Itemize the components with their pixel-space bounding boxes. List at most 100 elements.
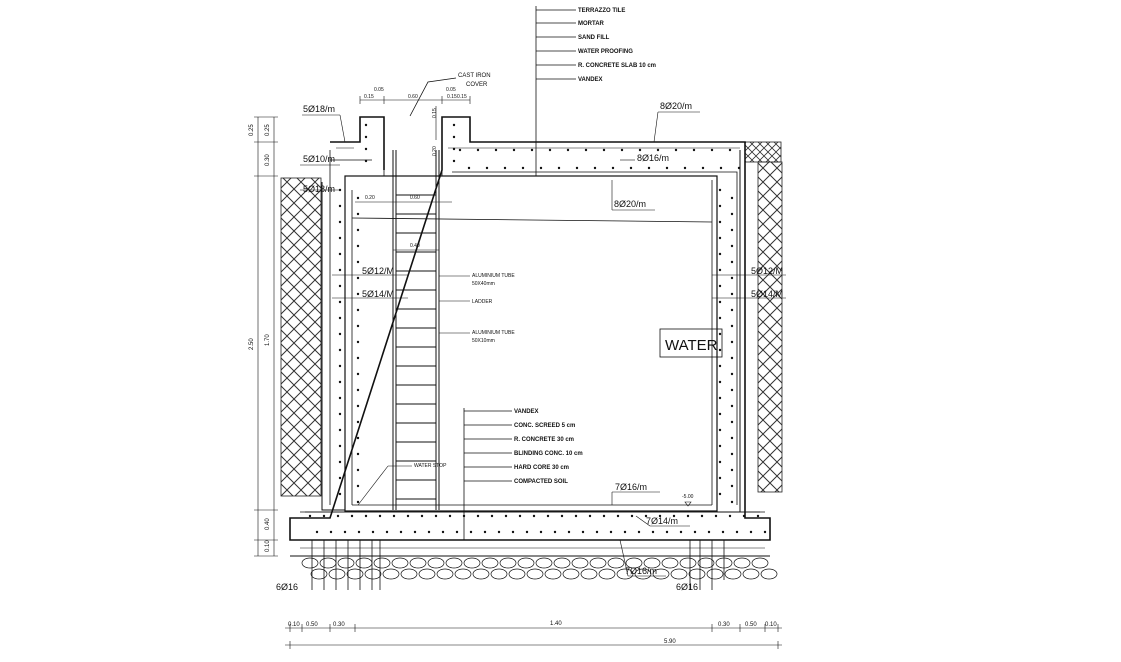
rebar-dot xyxy=(718,348,722,352)
hardcore-stone xyxy=(607,557,625,569)
rebar-dot xyxy=(756,514,760,518)
rebar-dots xyxy=(308,123,767,534)
hardcore-stone xyxy=(697,557,715,569)
rebar-dot xyxy=(399,530,403,534)
hardcore-stone xyxy=(409,557,427,569)
rebar-dot xyxy=(364,159,368,163)
top-layer-label-2: MORTAR xyxy=(578,21,605,27)
hardcore-stone xyxy=(346,568,364,580)
hardcore-stone xyxy=(310,568,328,580)
rebar-dot xyxy=(672,514,676,518)
rebar-dot xyxy=(630,514,634,518)
rebar-dot xyxy=(503,166,507,170)
water-stop-label: WATER STOP xyxy=(414,463,447,469)
rebar-dot xyxy=(452,123,456,127)
rebar-dot xyxy=(455,530,459,534)
hardcore-stone xyxy=(373,557,391,569)
rebar-dot xyxy=(718,492,722,496)
rebar-dot xyxy=(427,530,431,534)
hardcore-stone xyxy=(454,568,472,580)
rebar-label-left-wall-1: 5Ø12/M xyxy=(362,266,394,276)
rebar-dot xyxy=(683,166,687,170)
rebar-dot xyxy=(737,166,741,170)
rebar-dot xyxy=(575,166,579,170)
rebar-dot xyxy=(338,236,342,240)
rebar-dot xyxy=(700,514,704,518)
rebar-dot xyxy=(356,484,360,488)
rebar-dot xyxy=(546,514,550,518)
hardcore-stone xyxy=(688,568,706,580)
rebar-label-left-foot: 6Ø16 xyxy=(276,582,298,592)
hardcore-stone xyxy=(391,557,409,569)
rebar-dot xyxy=(730,452,734,456)
hardcore-stone xyxy=(436,568,454,580)
top-layer-label-1: TERRAZZO TILE xyxy=(578,8,625,14)
hardcore-stone xyxy=(679,557,697,569)
hardcore-stone xyxy=(751,557,769,569)
rebar-dot xyxy=(452,135,456,139)
water-label-box xyxy=(659,328,723,358)
right-soil-hatch xyxy=(757,161,783,493)
rebar-dot xyxy=(364,135,368,139)
rebar-dot xyxy=(693,530,697,534)
hardcore-stone xyxy=(418,568,436,580)
rebar-dot xyxy=(730,420,734,424)
bottom-layer-label-5: HARD CORE 30 cm xyxy=(514,465,569,471)
rebar-dot xyxy=(458,148,462,152)
level-triangle xyxy=(684,501,692,507)
rebar-dot xyxy=(532,514,536,518)
rebar-dot xyxy=(338,348,342,352)
rebar-dot xyxy=(364,123,368,127)
rebar-dot xyxy=(730,196,734,200)
rebar-dot xyxy=(356,404,360,408)
rebar-dot xyxy=(338,396,342,400)
bottom-layer-label-4: BLINDING CONC. 10 cm xyxy=(514,451,583,457)
hardcore-stone xyxy=(400,568,418,580)
hardcore-stone xyxy=(490,568,508,580)
rebar-dot xyxy=(718,364,722,368)
rebar-dot xyxy=(338,428,342,432)
rebar-dot xyxy=(730,484,734,488)
dim-top-3: 0.60 xyxy=(408,94,418,100)
rebar-dot xyxy=(644,514,648,518)
rebar-dot xyxy=(730,372,734,376)
bottom-layer-leader xyxy=(463,408,512,540)
rebar-dot xyxy=(511,530,515,534)
hardcore-stone xyxy=(553,557,571,569)
dim-top-6: 0.15 xyxy=(457,94,467,100)
rebar-dot xyxy=(707,530,711,534)
rebar-dot xyxy=(730,500,734,504)
rebar-dot xyxy=(718,188,722,192)
hardcore-stone xyxy=(643,557,661,569)
rebar-dot xyxy=(730,436,734,440)
dim-inner-1: 0.20 xyxy=(432,146,438,156)
rebar-dot xyxy=(338,300,342,304)
cover-label-line2: COVER xyxy=(466,82,488,88)
left-vertical-dims xyxy=(254,116,278,557)
rebar-dot xyxy=(718,332,722,336)
hardcore-stone xyxy=(760,568,778,580)
rebar-dot xyxy=(413,530,417,534)
rebar-dot xyxy=(548,148,552,152)
dim-bottom-left-3: 0.30 xyxy=(333,622,345,628)
rebar-dot xyxy=(483,530,487,534)
bottom-layer-label-6: COMPACTED SOIL xyxy=(514,479,568,485)
rebar-dot xyxy=(638,148,642,152)
rebar-label-base-mid: 7Ø14/m xyxy=(646,516,678,526)
rebar-dot xyxy=(467,166,471,170)
rebar-dot xyxy=(692,148,696,152)
hardcore-stone xyxy=(589,557,607,569)
rebar-dot xyxy=(602,148,606,152)
rebar-dot xyxy=(356,420,360,424)
dim-bottom-left-2: 0.50 xyxy=(306,622,318,628)
left-soil-hatch xyxy=(280,177,322,497)
rebar-dot xyxy=(338,412,342,416)
rebar-dot xyxy=(730,292,734,296)
rebar-dot xyxy=(584,148,588,152)
rebar-dot xyxy=(730,356,734,360)
ladder-dim-2: 0.60 xyxy=(410,195,420,201)
rebar-dot xyxy=(452,159,456,163)
rebar-dot xyxy=(602,514,606,518)
rebar-dot xyxy=(718,316,722,320)
